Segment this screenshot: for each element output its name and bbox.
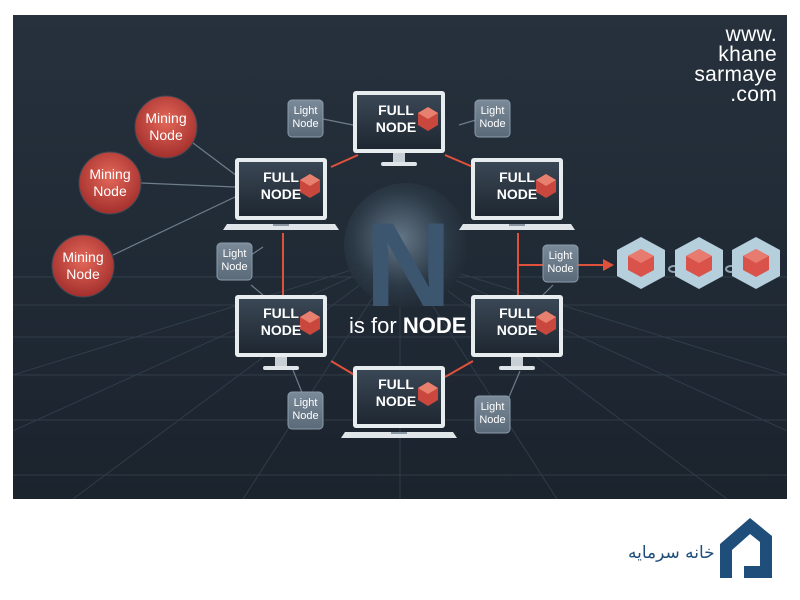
website-line4: .com	[694, 85, 777, 105]
full-node-lower-left: FULL NODE	[251, 305, 311, 339]
tagline-prefix: is for	[349, 313, 397, 338]
light-node-label: Light	[288, 397, 323, 410]
mining-node-label: Node	[53, 266, 113, 283]
light-node-label: Node	[288, 118, 323, 131]
full-node-lower-right: FULL NODE	[487, 305, 547, 339]
full-node-label: NODE	[366, 393, 426, 410]
website-url: www. khane sarmaye .com	[694, 25, 777, 105]
website-line3: sarmaye	[694, 65, 777, 85]
full-node-top: FULL NODE	[366, 102, 426, 136]
mining-node-3: Mining Node	[53, 249, 113, 283]
tagline-bold: NODE	[403, 313, 467, 338]
blockchain	[617, 237, 780, 289]
center-tagline: is for NODE	[349, 313, 466, 339]
full-node-label: FULL	[487, 305, 547, 322]
logo-text: خانه سرمایه	[628, 543, 715, 563]
light-node-label: Node	[543, 263, 578, 276]
full-node-label: FULL	[251, 305, 311, 322]
light-node-label: Light	[288, 105, 323, 118]
light-node-3: Light Node	[217, 248, 252, 274]
full-node-label: NODE	[487, 322, 547, 339]
light-node-label: Light	[475, 105, 510, 118]
light-node-label: Node	[475, 118, 510, 131]
light-node-label: Light	[543, 250, 578, 263]
light-node-label: Node	[475, 414, 510, 427]
full-node-label: FULL	[487, 169, 547, 186]
light-node-2: Light Node	[475, 105, 510, 131]
full-node-label: FULL	[366, 376, 426, 393]
website-line2: khane	[694, 45, 777, 65]
light-node-6: Light Node	[475, 401, 510, 427]
mining-node-1: Mining Node	[136, 110, 196, 144]
center-letter: N	[365, 205, 452, 325]
light-node-label: Light	[217, 248, 252, 261]
mining-node-label: Mining	[136, 110, 196, 127]
diagram-canvas: N is for NODE www. khane sarmaye .com Mi…	[13, 15, 787, 499]
light-node-label: Light	[475, 401, 510, 414]
full-node-bottom: FULL NODE	[366, 376, 426, 410]
light-node-1: Light Node	[288, 105, 323, 131]
khane-sarmaye-logo: خانه سرمایه	[626, 506, 776, 586]
full-node-label: NODE	[251, 186, 311, 203]
website-line1: www.	[694, 25, 777, 45]
light-node-label: Node	[217, 261, 252, 274]
mining-node-label: Mining	[80, 166, 140, 183]
mining-node-label: Node	[136, 127, 196, 144]
mining-node-2: Mining Node	[80, 166, 140, 200]
mining-node-label: Mining	[53, 249, 113, 266]
house-icon	[720, 518, 772, 578]
light-node-label: Node	[288, 410, 323, 423]
full-node-label: FULL	[366, 102, 426, 119]
full-node-upper-right: FULL NODE	[487, 169, 547, 203]
full-node-label: NODE	[366, 119, 426, 136]
light-node-4: Light Node	[543, 250, 578, 276]
mining-node-label: Node	[80, 183, 140, 200]
full-node-upper-left: FULL NODE	[251, 169, 311, 203]
light-node-5: Light Node	[288, 397, 323, 423]
full-node-label: FULL	[251, 169, 311, 186]
full-node-label: NODE	[251, 322, 311, 339]
full-node-label: NODE	[487, 186, 547, 203]
